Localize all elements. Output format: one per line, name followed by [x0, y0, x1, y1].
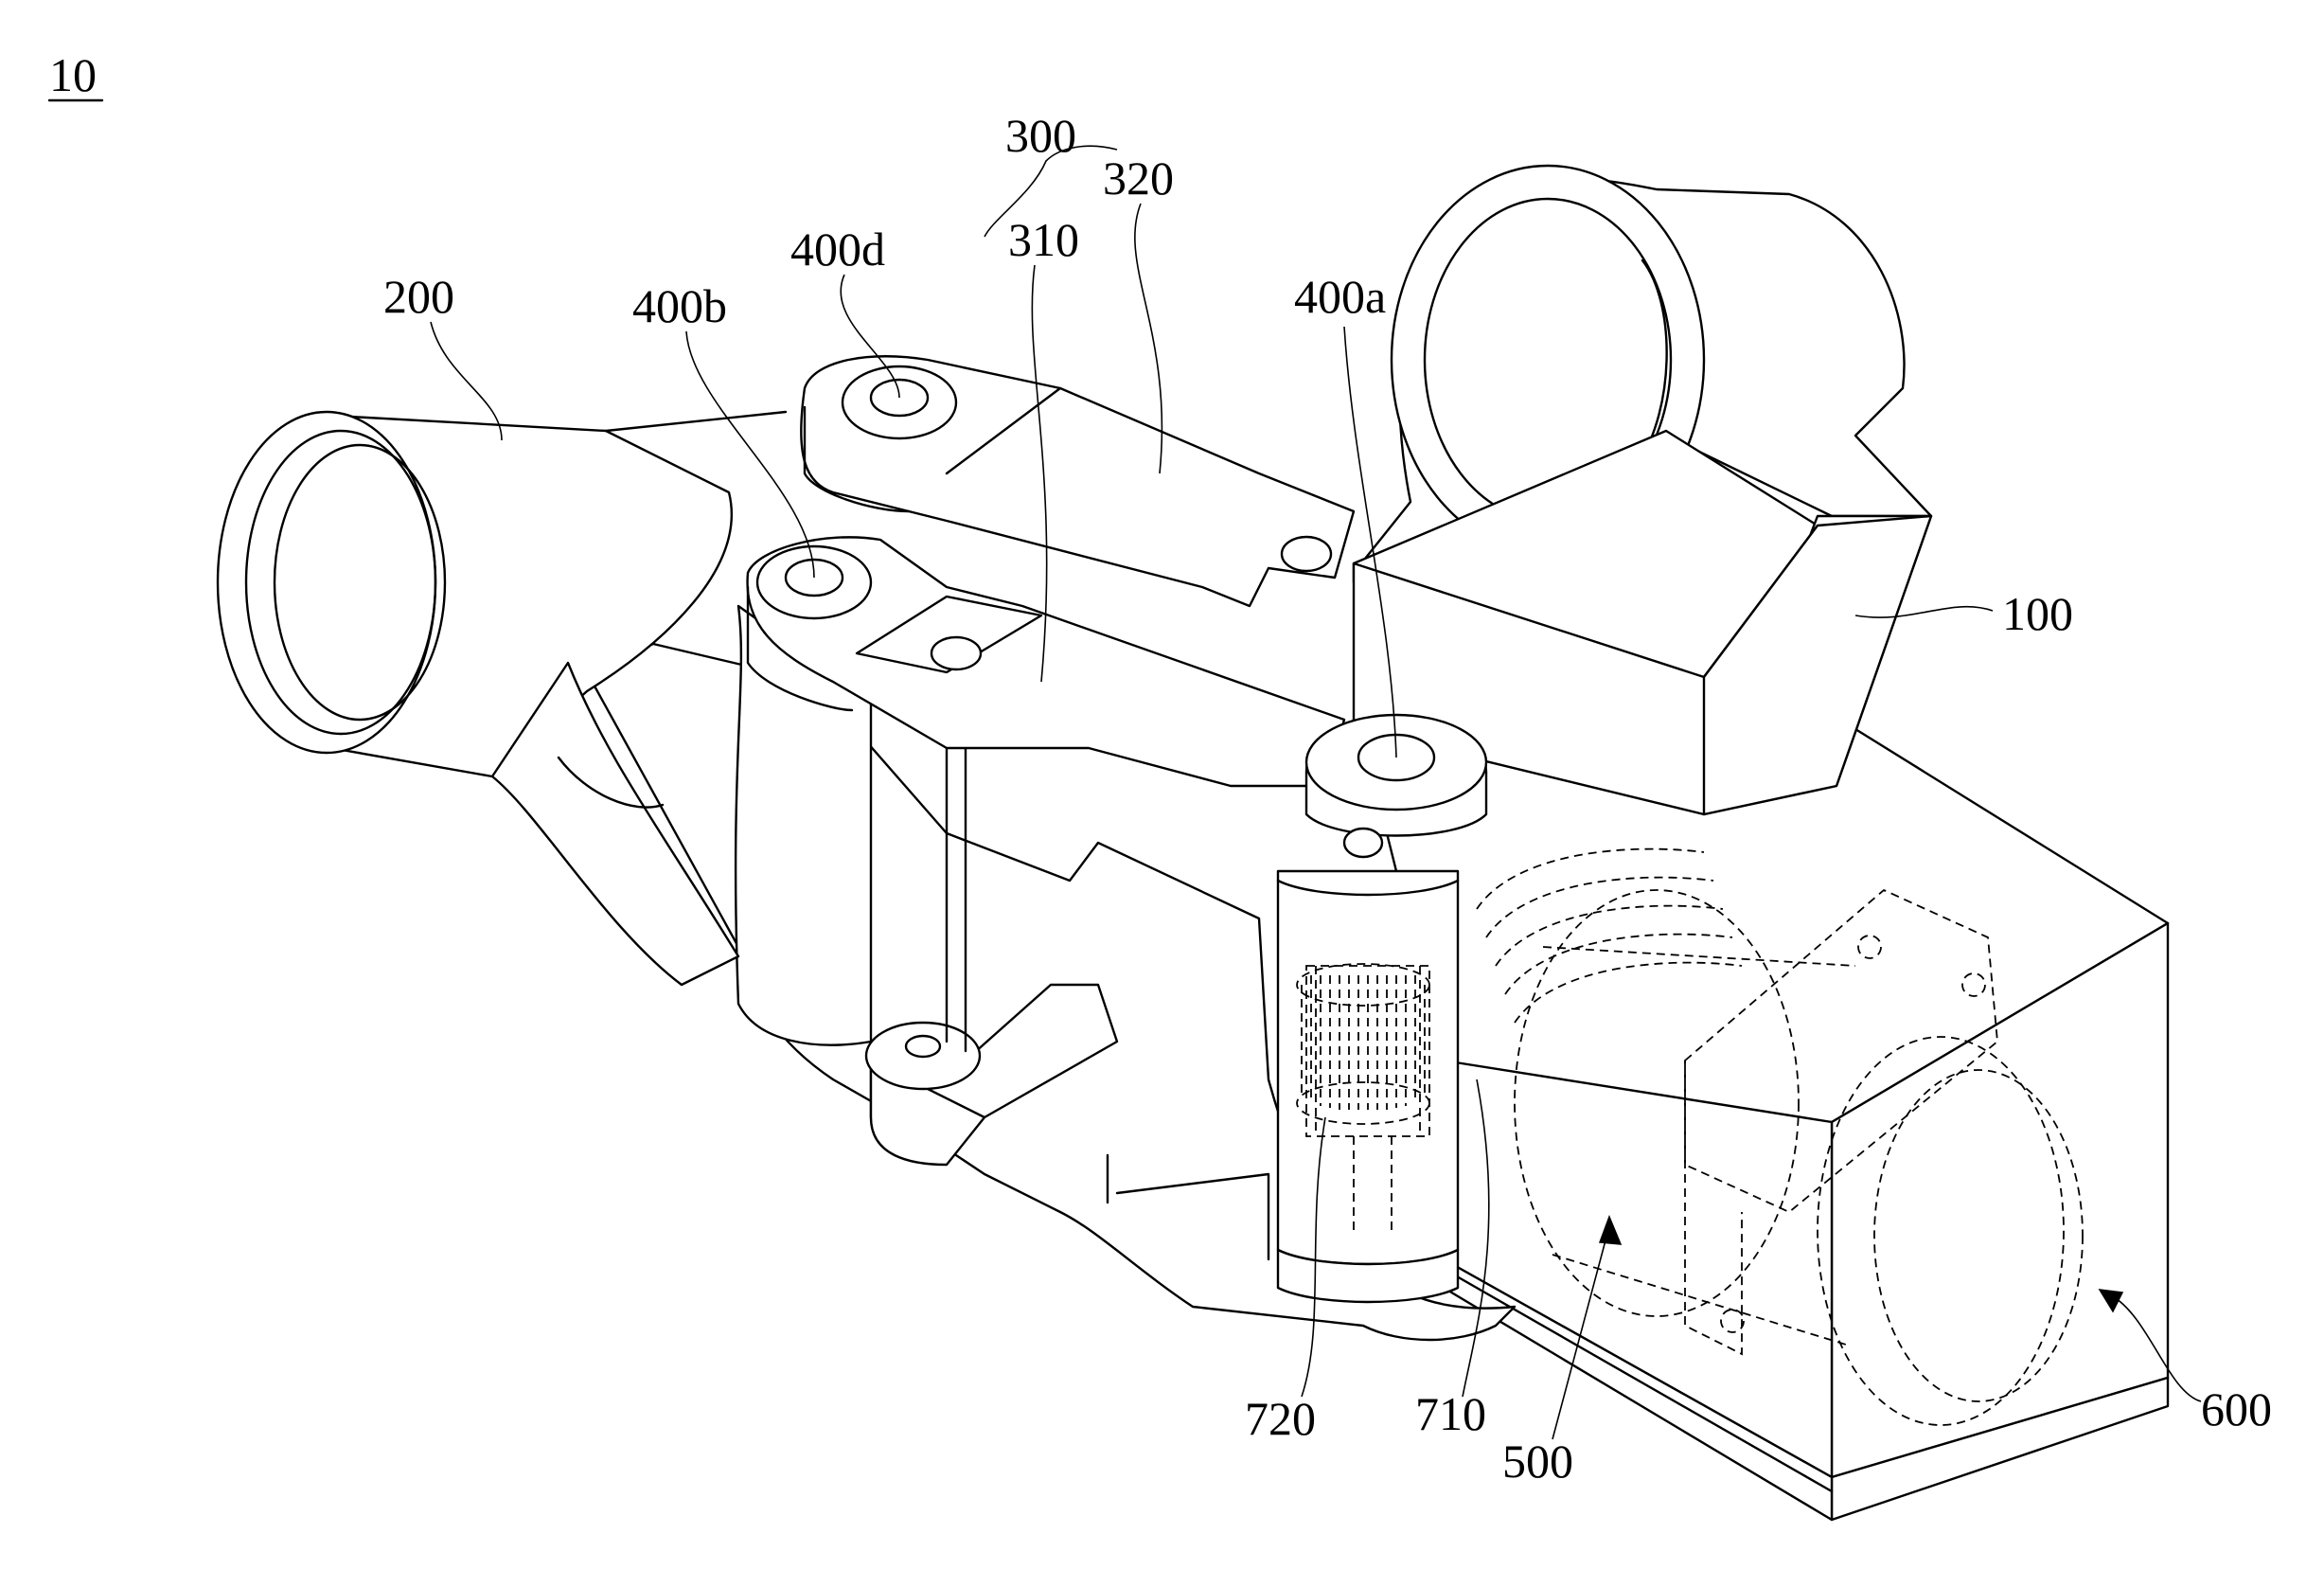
clamp-100: [1354, 166, 1931, 814]
figure-number: 10: [49, 48, 102, 101]
label-600: 600: [2201, 1382, 2272, 1435]
gear-column-710-720: [1278, 871, 1458, 1302]
label-300: 300: [1005, 109, 1076, 162]
label-500: 500: [1502, 1435, 1573, 1488]
label-200: 200: [383, 270, 454, 323]
label-400a: 400a: [1294, 270, 1386, 323]
label-720: 720: [1245, 1392, 1316, 1445]
label-400b: 400b: [632, 279, 727, 332]
figure-number-text: 10: [49, 48, 97, 101]
label-710: 710: [1415, 1387, 1486, 1440]
label-310: 310: [1008, 213, 1079, 266]
label-400d: 400d: [790, 223, 885, 276]
label-100: 100: [2002, 587, 2073, 640]
label-320: 320: [1103, 152, 1174, 205]
